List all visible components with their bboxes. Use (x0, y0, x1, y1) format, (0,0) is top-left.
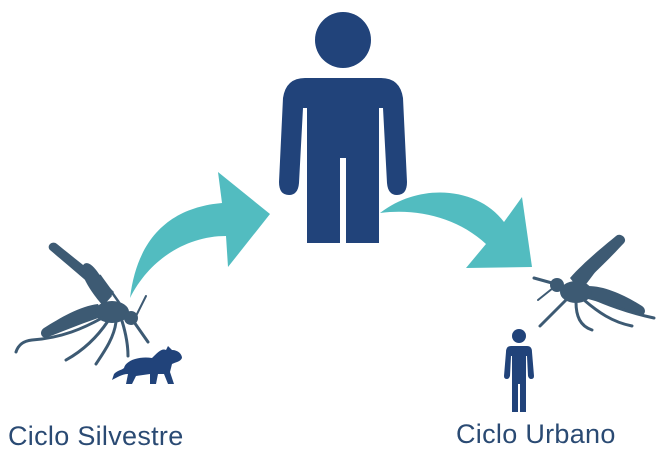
small-human-icon (504, 329, 534, 412)
left-mosquito-icon (14, 242, 150, 366)
sylvatic-cycle-label: Ciclo Silvestre (8, 421, 184, 451)
monkey-icon (112, 346, 182, 384)
right-mosquito-icon (532, 234, 656, 332)
large-human-icon (279, 12, 407, 243)
left-curved-arrow-icon (130, 172, 270, 298)
right-curved-arrow-icon (380, 192, 532, 268)
urban-cycle-label: Ciclo Urbano (456, 419, 616, 449)
